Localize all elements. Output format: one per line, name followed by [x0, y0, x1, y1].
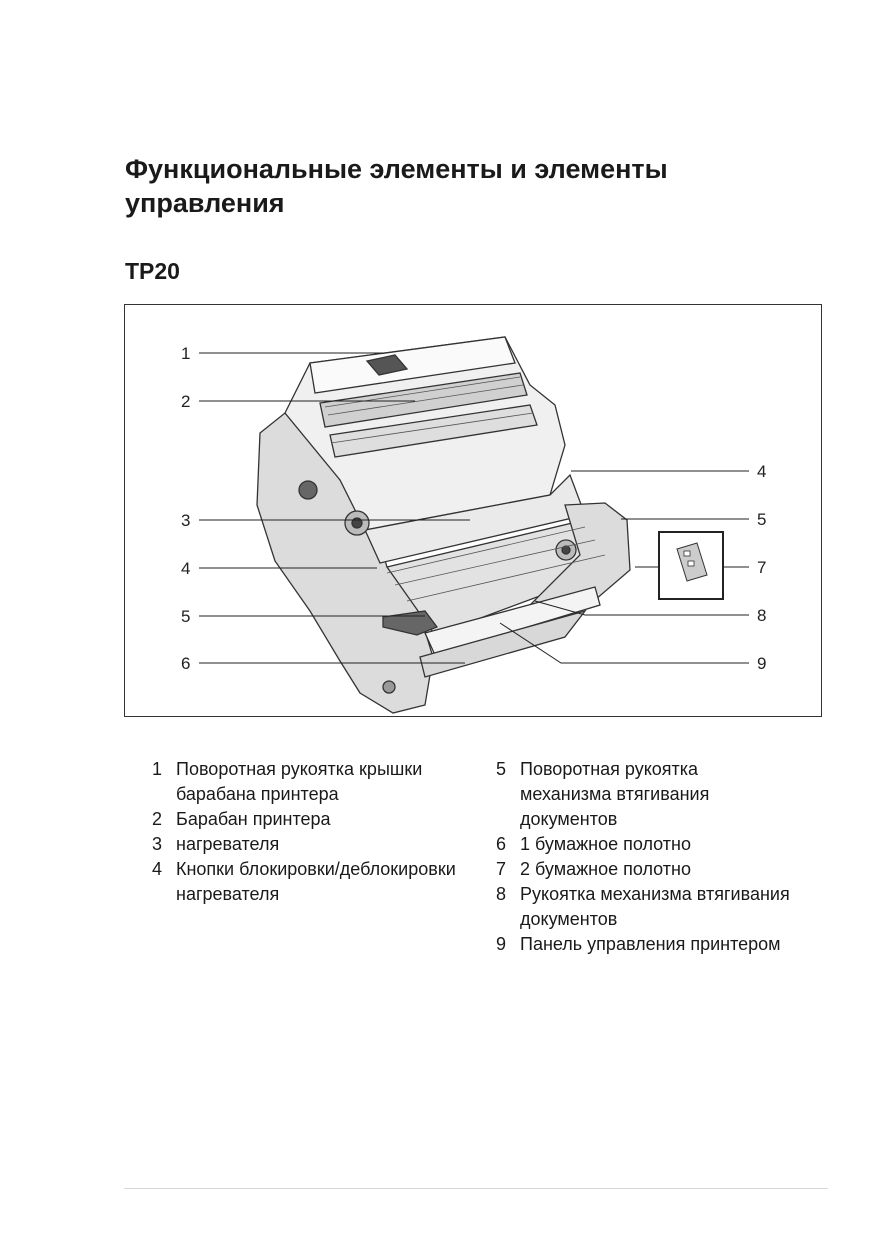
printer-diagram: 1 2 3 4 5 6 4 5 7 8 9: [124, 304, 822, 717]
callout-lines: [199, 352, 749, 664]
callout-number: 8: [757, 606, 766, 625]
legend-item: 7 2 бумажное полотно: [496, 857, 836, 882]
callout-number: 5: [181, 607, 190, 626]
callout-number: 4: [181, 559, 190, 578]
legend-item: 1 Поворотная рукоятка крышки барабана пр…: [152, 757, 472, 807]
legend-number: 1: [152, 759, 163, 779]
legend-text: Кнопки блокировки/деблокировки нагревате…: [176, 859, 456, 904]
legend-text: нагревателя: [176, 834, 280, 854]
section-title: TP20: [125, 258, 180, 284]
legend-text: 1 бумажное полотно: [520, 834, 691, 854]
callouts-right: 4 5 7 8 9: [757, 462, 766, 673]
legend-item: 4 Кнопки блокировки/деблокировки нагрева…: [152, 857, 472, 907]
legend-text: Рукоятка механизма втягивания документов: [520, 884, 790, 929]
legend-number: 3: [152, 834, 163, 854]
legend-number: 7: [496, 859, 507, 879]
legend-number: 5: [496, 759, 507, 779]
callout-number: 1: [181, 344, 190, 363]
page-title: Функциональные элементы и элементы управ…: [125, 154, 668, 218]
legend-text: Панель управления принтером: [520, 934, 781, 954]
drum-hatching: [324, 376, 606, 602]
callout-number: 6: [181, 654, 190, 673]
legend-text: Поворотная рукоятка механизма втягивания…: [520, 759, 710, 829]
legend-item: 8 Рукоятка механизма втягивания документ…: [496, 882, 836, 932]
printer-drawing: [256, 336, 631, 714]
callout-number: 3: [181, 511, 190, 530]
legend-item: 2 Барабан принтера: [152, 807, 472, 832]
legend-number: 8: [496, 884, 507, 904]
legend-number: 6: [496, 834, 507, 854]
legend-item: 5 Поворотная рукоятка механизма втягиван…: [496, 757, 836, 832]
legend-right: 5 Поворотная рукоятка механизма втягиван…: [496, 757, 836, 957]
callout-number: 9: [757, 654, 766, 673]
legend-number: 2: [152, 809, 163, 829]
legend-text: Поворотная рукоятка крышки барабана прин…: [176, 759, 423, 804]
footer-divider: [124, 1188, 828, 1189]
legend-left: 1 Поворотная рукоятка крышки барабана пр…: [152, 757, 472, 907]
printer-illustration: 1 2 3 4 5 6 4 5 7 8 9: [181, 336, 766, 714]
legend-number: 4: [152, 859, 163, 879]
legend-item: 3 нагревателя: [152, 832, 472, 857]
callouts-left: 1 2 3 4 5 6: [181, 344, 190, 673]
callout-number: 4: [757, 462, 766, 481]
legend-text: Барабан принтера: [176, 809, 331, 829]
callout-number: 2: [181, 392, 190, 411]
legend-item: 6 1 бумажное полотно: [496, 832, 836, 857]
legend-number: 9: [496, 934, 507, 954]
callout-number: 7: [757, 558, 766, 577]
callout-number: 5: [757, 510, 766, 529]
legend-text: 2 бумажное полотно: [520, 859, 691, 879]
legend-item: 9 Панель управления принтером: [496, 932, 836, 957]
